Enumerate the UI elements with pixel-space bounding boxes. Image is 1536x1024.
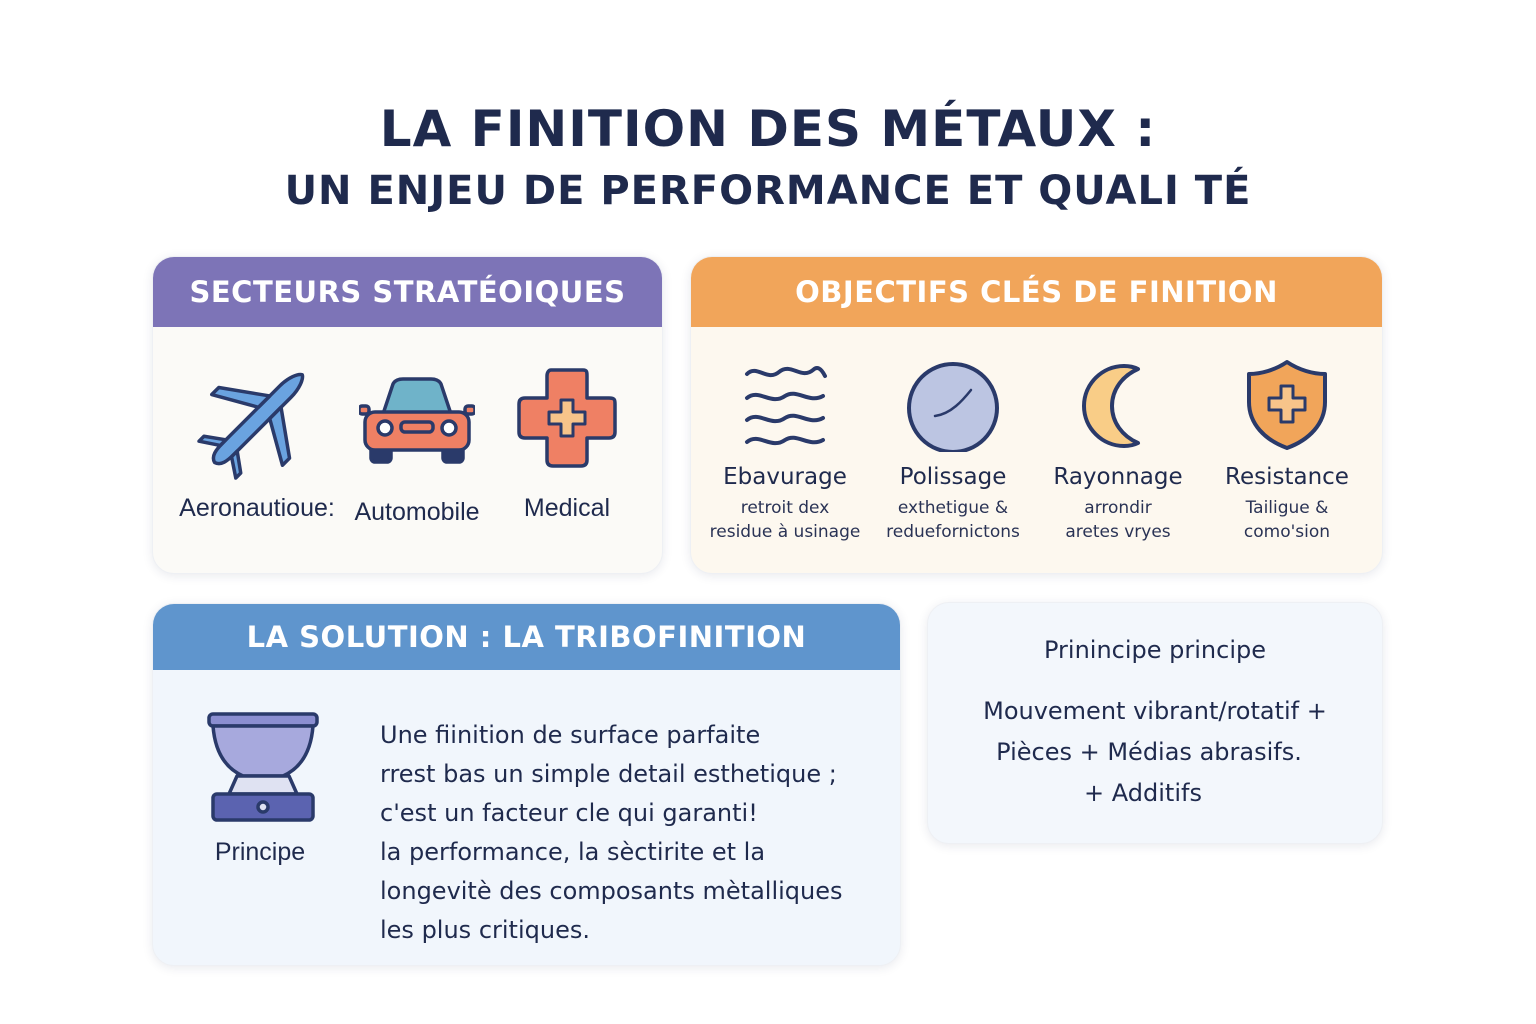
sector-label-aeronautics: Aeronautioue:	[179, 494, 335, 522]
objective-radiusing: Rayonnage arrondir aretes vryes	[1033, 360, 1203, 544]
objective-desc-line: reduefornictons	[886, 522, 1020, 542]
page-subtitle: UN ENJEU DE PERFORMANCE ET QUALI TÉ	[284, 168, 1252, 214]
solution-heading: LA SOLUTION : LA TRIBOFINITION	[153, 604, 900, 670]
objective-title-resistance: Resistance	[1225, 464, 1349, 490]
sector-medical: Medical	[497, 366, 637, 523]
solution-line: les plus critiques.	[380, 916, 590, 944]
crescent-icon	[1082, 364, 1140, 448]
principle-line-3: + Additifs	[1084, 779, 1202, 807]
airplane-icon	[197, 372, 305, 480]
principle-title: Prinincipe principe	[1043, 636, 1266, 664]
solution-icon-label: Principe	[214, 838, 306, 866]
objective-desc-deburring: retroit dex residue à usinage	[700, 496, 870, 544]
objective-title-deburring: Ebavurage	[723, 464, 847, 490]
solution-description: Une fiinition de surface parfaite rrest …	[380, 716, 900, 950]
shield-icon	[1247, 360, 1327, 450]
solution-line: Une fiinition de surface parfaite	[380, 721, 761, 749]
principle-card	[927, 602, 1383, 844]
principle-line-2: Pièces + Médias abrasifs.	[996, 738, 1302, 766]
objective-desc-line: arrondir	[1084, 498, 1152, 518]
objective-deburring: Ebavurage retroit dex residue à usinage	[700, 360, 870, 544]
objective-title-radiusing: Rayonnage	[1053, 464, 1183, 490]
polished-sphere-icon	[907, 362, 999, 452]
principle-line-1: Mouvement vibrant/rotatif +	[983, 697, 1327, 725]
objective-title-polishing: Polissage	[899, 464, 1007, 490]
objective-desc-line: retroit dex	[740, 498, 830, 518]
car-icon	[359, 377, 475, 464]
solution-line: rrest bas un simple detail esthetique ;	[380, 760, 837, 788]
objective-desc-line: exthetigue &	[897, 498, 1009, 518]
objective-resistance: Resistance Tailigue & como'sion	[1202, 358, 1372, 544]
page-title: LA FINITION DES MÉTAUX :	[379, 100, 1157, 158]
objective-desc-polishing: exthetigue & reduefornictons	[868, 496, 1038, 544]
vibratory-bowl-icon	[205, 712, 321, 828]
objectives-heading: OBJECTIFS CLÉS DE FINITION	[691, 257, 1382, 327]
solution-line: c'est un facteur cle qui garanti!	[380, 799, 758, 827]
objective-polishing: Polissage exthetigue & reduefornictons	[868, 360, 1038, 544]
objective-desc-line: Tailigue &	[1245, 498, 1329, 518]
waves-icon	[745, 366, 827, 446]
sector-label-automobile: Automobile	[354, 498, 480, 526]
solution-line: la performance, la sèctirite et la	[380, 838, 766, 866]
objective-desc-line: como'sion	[1243, 522, 1331, 542]
sector-label-medical: Medical	[523, 494, 611, 522]
sector-aeronautics: Aeronautioue:	[172, 358, 342, 523]
sector-automobile: Automobile	[342, 376, 492, 527]
sectors-heading: SECTEURS STRATÉOIQUES	[153, 257, 662, 327]
objective-desc-line: residue à usinage	[709, 522, 861, 542]
objective-desc-radiusing: arrondir aretes vryes	[1033, 496, 1203, 544]
objective-desc-line: aretes vryes	[1065, 522, 1171, 542]
solution-line: longevitè des composants mètalliques	[380, 877, 843, 905]
medical-cross-icon	[517, 368, 617, 468]
objective-desc-resistance: Tailigue & como'sion	[1202, 496, 1372, 544]
